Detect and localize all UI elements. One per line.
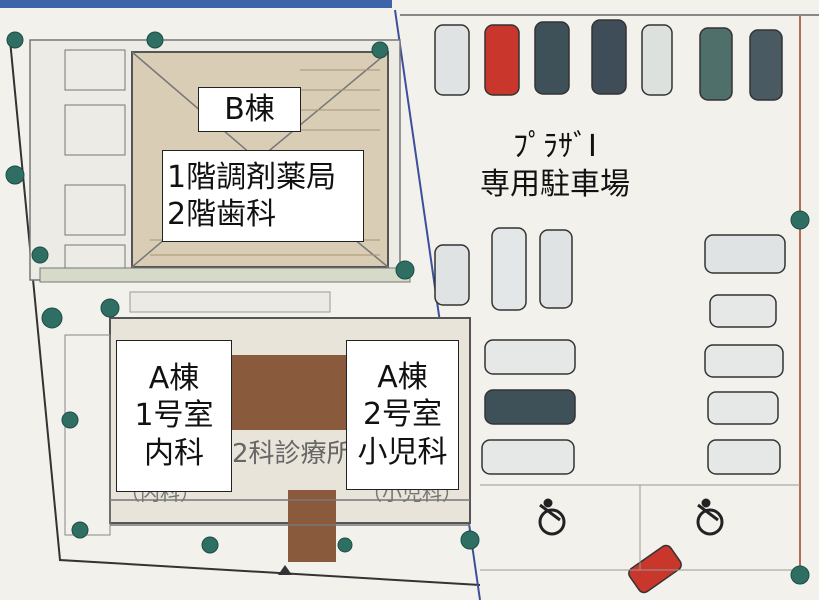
building-a-room2-label: A棟 2号室 小児科 [346, 340, 459, 490]
car-icon [699, 27, 733, 101]
parking-description: 専用駐車場 [480, 166, 630, 202]
room2-number: 2号室 [362, 397, 443, 433]
left-parking-stalls [64, 49, 126, 271]
property-boundary [9, 39, 481, 586]
car-icon [434, 244, 470, 306]
building-b-name-label: B棟 [198, 87, 301, 132]
wheelchair-icon [696, 498, 724, 536]
hedge-strip [39, 267, 411, 283]
car-icon [709, 294, 777, 328]
car-icon [707, 439, 781, 475]
car-icon [641, 24, 673, 96]
car-icon [484, 389, 576, 425]
middle-cars [434, 227, 576, 475]
top-bar [0, 0, 392, 8]
room2-department: 小児科 [357, 434, 448, 470]
building-b-floor2: 2階歯科 [167, 197, 277, 232]
car-icon [539, 229, 573, 309]
car-icon [749, 29, 783, 101]
car-icon [591, 19, 627, 95]
car-icon [491, 227, 527, 311]
car-icon [628, 544, 682, 594]
clinic-name-text: 2科診療所 [232, 439, 353, 469]
building-b-floors-label: 1階調剤薬局 2階歯科 [162, 150, 364, 242]
parking-name: ﾌﾟﾗｻﾞⅠ [513, 129, 597, 164]
tree-icon [5, 31, 810, 585]
car-icon [707, 391, 779, 425]
parking-label: ﾌﾟﾗｻﾞⅠ 専用駐車場 [450, 128, 660, 203]
stall-lines [480, 484, 800, 571]
room1-department: 内科 [144, 435, 204, 471]
car-icon [484, 24, 520, 96]
right-cars [628, 234, 786, 594]
room2-building: A棟 [377, 359, 428, 395]
building-a-room1-label: A棟 1号室 内科 [116, 340, 232, 492]
building-b-name: B棟 [224, 91, 275, 127]
walkway [129, 291, 331, 313]
wheelchair-icon [538, 498, 566, 536]
car-icon [534, 21, 570, 95]
car-icon [704, 344, 784, 378]
car-icon [481, 439, 575, 475]
car-icon [484, 339, 576, 375]
top-row-cars [434, 19, 783, 101]
room1-building: A棟 [148, 360, 200, 396]
building-b-floor1: 1階調剤薬局 [167, 159, 337, 195]
car-icon [704, 234, 786, 274]
room1-number: 1号室 [134, 398, 214, 434]
car-icon [434, 24, 470, 96]
